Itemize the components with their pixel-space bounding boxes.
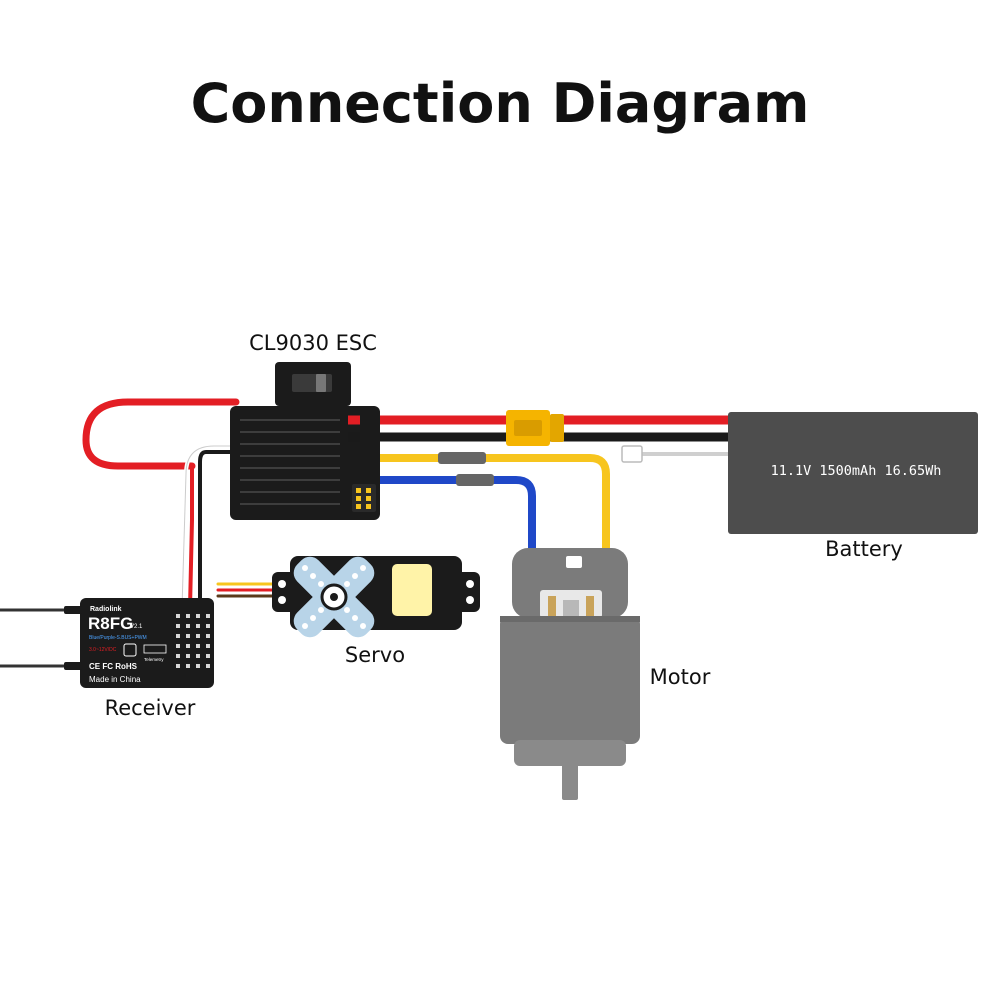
motor-label: Motor <box>650 665 711 689</box>
receiver: Radiolink R8FG V2.1 Blue/Purple-S.BUS+PW… <box>64 598 214 688</box>
yellow-wire-sleeve <box>438 452 486 464</box>
esc-red-loop-wire <box>82 398 240 470</box>
motor-shaft <box>562 764 578 800</box>
receiver-lead-white-outline <box>181 445 237 609</box>
receiver-voltage-text: 3.0~12V/DC <box>89 647 117 653</box>
esc-program-port <box>352 484 376 512</box>
receiver-lead-red-wire <box>188 464 194 610</box>
balance-connector <box>621 445 643 463</box>
esc-heatsink-fins <box>240 419 340 505</box>
receiver-telemetry-text: Telemetry <box>144 657 164 662</box>
motor-front-bell <box>514 740 626 766</box>
receiver-origin-text: Made in China <box>89 675 141 684</box>
esc <box>230 362 380 520</box>
receiver-polarity-box <box>143 644 167 654</box>
servo-sticker <box>392 564 432 616</box>
receiver-shield-logo <box>123 643 137 657</box>
blue-wire-sleeve <box>456 474 494 486</box>
receiver-model-text: R8FG <box>88 614 133 633</box>
receiver-certs-text: CE FC RoHS <box>89 662 138 671</box>
servo <box>272 556 480 638</box>
xt60-connector <box>506 410 564 446</box>
servo-label: Servo <box>345 643 405 667</box>
receiver-brand-text: Radiolink <box>90 606 122 613</box>
receiver-pin-header <box>176 614 210 668</box>
esc-label: CL9030 ESC <box>249 331 377 355</box>
battery: 11.1V 1500mAh 16.65Wh <box>728 412 978 534</box>
receiver-body <box>80 598 214 688</box>
receiver-label: Receiver <box>105 696 196 720</box>
esc-switch-knob <box>316 374 326 392</box>
diagram-title: Connection Diagram <box>191 72 810 135</box>
receiver-lead-black-wire <box>198 450 238 610</box>
battery-body <box>728 412 978 534</box>
receiver-version-text: V2.1 <box>130 624 143 630</box>
motor <box>500 548 640 800</box>
battery-label: Battery <box>825 537 903 561</box>
receiver-mode-text: Blue/Purple-S.BUS+PWM <box>89 635 147 641</box>
motor-can <box>500 616 640 744</box>
battery-spec-text: 11.1V 1500mAh 16.65Wh <box>771 463 942 479</box>
